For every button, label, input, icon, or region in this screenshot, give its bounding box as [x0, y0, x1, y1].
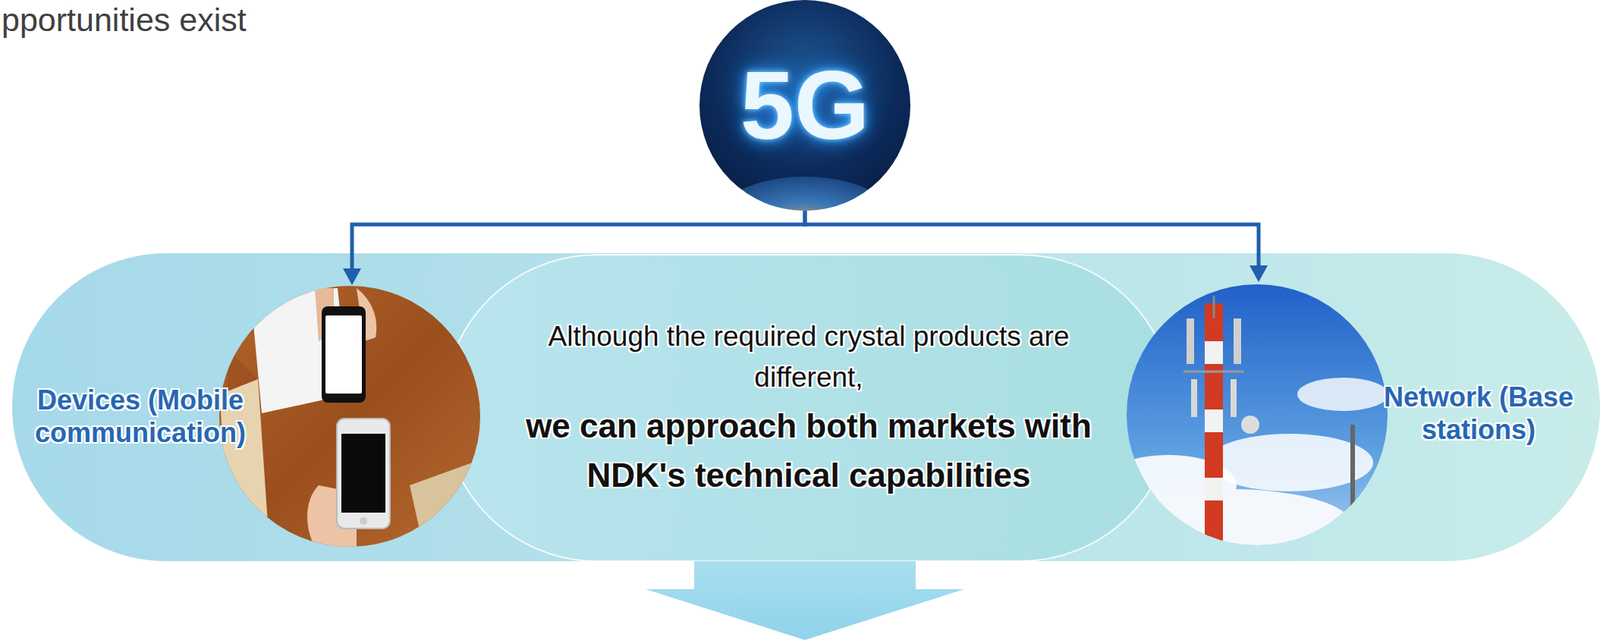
network-region: Network (Base stations): [1122, 282, 1597, 545]
arrow-head: [342, 268, 362, 286]
message-main: we can approach both markets with NDK's …: [512, 401, 1105, 500]
arrow-head: [1249, 265, 1268, 283]
connector-line: [352, 210, 805, 269]
market-label: Network (Base stations): [1364, 380, 1593, 447]
heading-fragment: pportunities exist: [1, 1, 247, 39]
tech-label: 5G: [740, 56, 871, 155]
tech-circle: 5G: [699, 0, 911, 211]
message-pill: Although the required crystal products a…: [443, 254, 1174, 562]
branch-arrow: [342, 210, 805, 286]
market-label: Devices (Mobile communication): [34, 383, 246, 450]
message-intro: Although the required crystal products a…: [512, 316, 1105, 398]
connector-line: [804, 210, 1259, 266]
devices-region: Devices (Mobile communication): [15, 285, 486, 548]
branch-arrow: [804, 210, 1268, 283]
